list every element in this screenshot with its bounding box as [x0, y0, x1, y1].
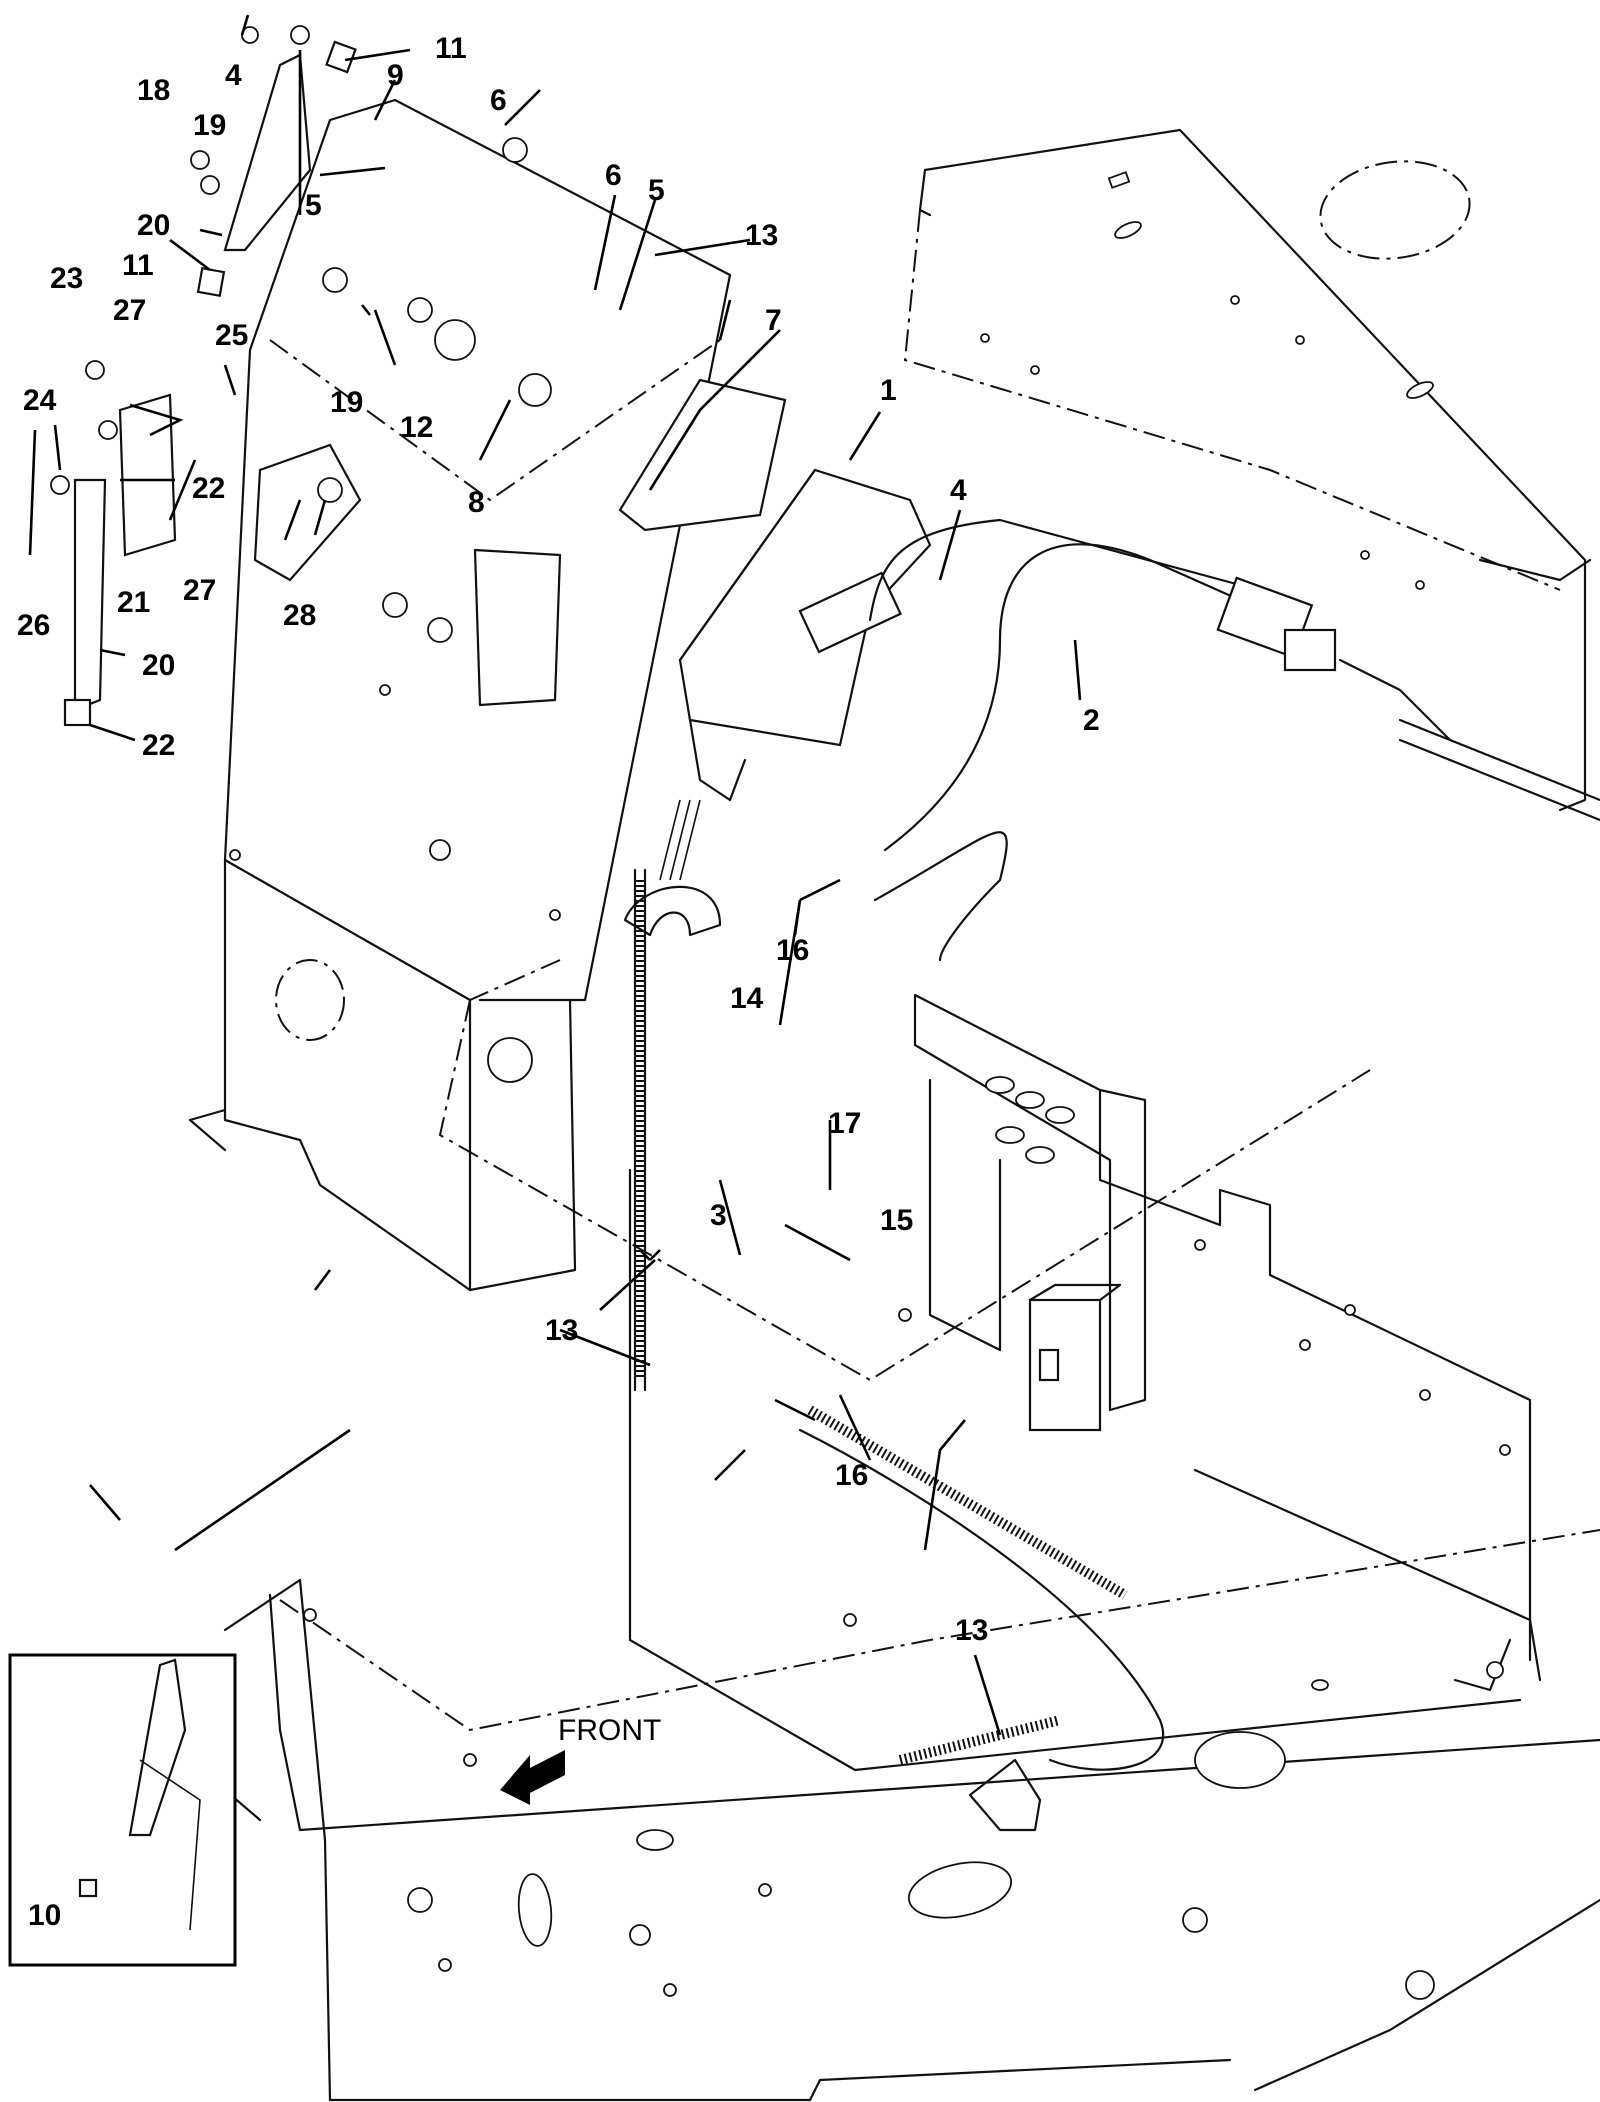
callout-13-top: 13 [745, 219, 778, 252]
battery-box [913, 993, 1542, 1692]
callout-11-left: 11 [122, 249, 154, 282]
console-tower [188, 98, 732, 1292]
cable-2 [868, 518, 1600, 962]
callout-23: 23 [50, 262, 83, 295]
callout-13-mid: 13 [545, 1314, 578, 1347]
callout-27-mid: 27 [183, 574, 216, 607]
callout-15: 15 [880, 1204, 913, 1237]
callout-11-top: 11 [435, 32, 467, 65]
callout-17: 17 [828, 1107, 861, 1140]
callout-labels: 1 2 3 4 4 5 5 6 6 7 8 9 10 11 11 12 13 1… [17, 32, 1100, 1932]
front-label: FRONT [558, 1714, 661, 1747]
callout-16-lower: 16 [835, 1459, 868, 1492]
callout-19-mid: 19 [330, 386, 363, 419]
front-arrow-icon [500, 1750, 565, 1805]
callout-7: 7 [765, 304, 782, 337]
lower-frame [213, 999, 1600, 2102]
callout-8: 8 [468, 486, 485, 519]
callout-6-top: 6 [490, 84, 507, 117]
callout-12: 12 [400, 411, 433, 444]
callout-25: 25 [215, 319, 248, 352]
callout-5-right: 5 [648, 174, 665, 207]
callout-22-bottom: 22 [142, 729, 175, 762]
control-module [618, 378, 932, 802]
detail-inset-10 [8, 1653, 237, 1967]
callout-28: 28 [283, 599, 316, 632]
callout-4-top: 4 [225, 59, 242, 92]
callout-10: 10 [28, 1899, 61, 1932]
callout-2: 2 [1083, 704, 1100, 737]
callout-13-bottom: 13 [955, 1614, 988, 1647]
callout-16-upper: 16 [776, 934, 809, 967]
callout-20-bottom: 20 [142, 649, 175, 682]
callout-1: 1 [880, 374, 897, 407]
callout-26: 26 [17, 609, 50, 642]
callout-19-left: 19 [193, 109, 226, 142]
gas-spring-assembly [50, 25, 433, 727]
callout-18: 18 [137, 74, 170, 107]
callout-27-top: 27 [113, 294, 146, 327]
callout-5-left: 5 [305, 189, 322, 222]
callout-14: 14 [730, 982, 764, 1015]
callout-6-mid: 6 [605, 159, 622, 192]
callout-9: 9 [387, 59, 404, 92]
callout-20-top: 20 [137, 209, 170, 242]
callout-4-right: 4 [950, 474, 967, 507]
front-direction-indicator: FRONT [500, 1714, 661, 1805]
callout-leaders [28, 14, 1082, 1736]
rear-frame-panel [903, 128, 1592, 812]
callout-21: 21 [117, 586, 150, 619]
callout-3: 3 [710, 1199, 727, 1232]
callout-24: 24 [23, 384, 57, 417]
callout-22-top: 22 [192, 472, 225, 505]
